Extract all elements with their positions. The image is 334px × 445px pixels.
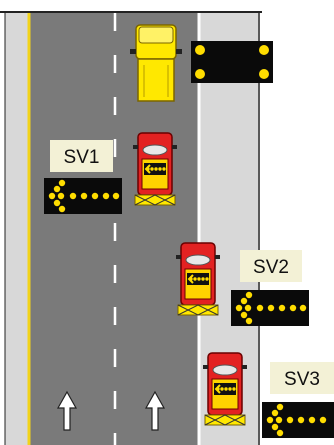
left-shoulder [5,13,28,445]
four-corner-flasher-icon [191,41,273,83]
label-sv2-text: SV2 [253,257,289,278]
left-chevron-arrow-board-icon [44,178,122,214]
left-chevron-arrow-board-icon [231,290,309,326]
shadow-vehicle-sv1 [132,132,178,206]
left-chevron-arrow-board-icon [262,402,334,438]
label-sv1-text: SV1 [64,147,100,168]
lead-vehicle [130,24,182,102]
label-sv2: SV2 [240,250,302,282]
label-sv3-text: SV3 [284,369,320,390]
label-sv3: SV3 [270,362,334,394]
label-sv1: SV1 [50,140,113,172]
shadow-vehicle-sv2 [175,242,221,316]
shadow-vehicle-sv3 [202,352,248,426]
